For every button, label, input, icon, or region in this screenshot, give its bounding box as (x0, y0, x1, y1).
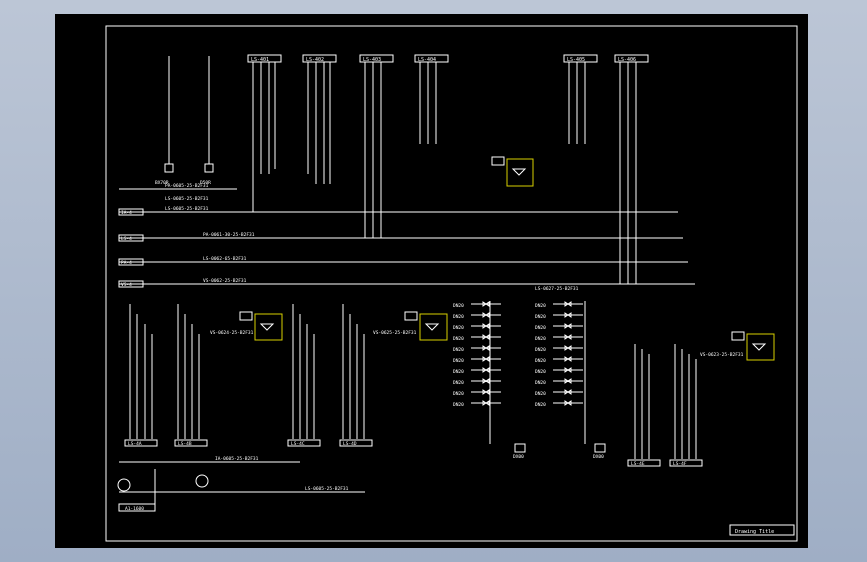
bottom-label-6: LS-4F (673, 461, 687, 467)
bottom-label-1: LS-4A (128, 441, 142, 447)
drain-boxes (514, 443, 606, 453)
middle-note-2: VS-0625-25-B2F31 (373, 330, 417, 336)
valve-row-label: DN20 (535, 380, 546, 386)
bottom-pipes (119, 461, 365, 507)
top-tag-boxes (247, 54, 649, 63)
gate-valve-icon (482, 334, 490, 340)
top-label-1: LS-401 (251, 57, 269, 63)
valve-row-label: DN20 (535, 358, 546, 364)
header-tag-1: IA-4 (118, 208, 144, 216)
header-pipes (119, 188, 695, 285)
gate-valve-icon (482, 367, 490, 373)
svg-text:IA-4: IA-4 (121, 210, 132, 216)
drain-label-1: DX00 (513, 454, 524, 460)
valve-row-label: DN20 (453, 358, 464, 364)
left-instruments (164, 163, 214, 173)
drain-label-2: DX00 (593, 454, 604, 460)
piping-schematic: LS-401 LS-402 LS-403 LS-404 LS-405 LS-40… (105, 25, 798, 542)
gate-valve-icon (564, 312, 572, 318)
top-label-3: LS-403 (363, 57, 381, 63)
middle-note-4: VS-0623-25-B2F31 (700, 352, 744, 358)
valve-row-label: DN20 (453, 402, 464, 408)
valve-row-label: DN20 (535, 314, 546, 320)
branch-label-5: LS-0605-25-B2F31 (165, 206, 209, 212)
valve-row-label: DN20 (535, 336, 546, 342)
valve-row-label: DN20 (453, 347, 464, 353)
svg-text:LS-4: LS-4 (121, 236, 132, 242)
gate-valve-icon (564, 389, 572, 395)
gate-valve-icon (482, 301, 490, 307)
branch-label-1: BX70R (155, 180, 169, 186)
bottom-label-2: LS-4B (178, 441, 192, 447)
gate-valve-icon (482, 345, 490, 351)
valve-row-label: DN20 (535, 369, 546, 375)
top-risers (168, 56, 637, 284)
top-label-2: LS-402 (306, 57, 324, 63)
svg-text:PA-4: PA-4 (121, 260, 132, 266)
top-label-5: LS-405 (567, 57, 585, 63)
valve-row-label: DN20 (535, 303, 546, 309)
gate-valve-icon (564, 334, 572, 340)
valve-row-label: DN20 (453, 369, 464, 375)
gate-valve-icon (564, 345, 572, 351)
valve-row-label: DN20 (453, 325, 464, 331)
gate-valve-icon (564, 378, 572, 384)
gate-valve-icon (564, 323, 572, 329)
valve-row-label: DN20 (535, 402, 546, 408)
valve-row-label: DN20 (535, 347, 546, 353)
gate-valve-icon (564, 301, 572, 307)
bottom-tag-box (118, 503, 156, 512)
middle-note-3: LS-0627-25-B2F31 (535, 286, 579, 292)
valve-row-label: DN20 (453, 380, 464, 386)
gate-valve-icon (482, 323, 490, 329)
gate-valve-icon (482, 389, 490, 395)
bottom-label-3: LS-4C (291, 441, 305, 447)
valve-row-label: DN20 (453, 336, 464, 342)
gate-valve-icon (482, 378, 490, 384)
gate-valve-icon (482, 356, 490, 362)
header-tag-2: LS-4 (118, 234, 144, 242)
valve-row-label: DN20 (453, 391, 464, 397)
title-block (729, 524, 795, 536)
valve-row-label: DN20 (453, 303, 464, 309)
valve-row-label: DN20 (535, 325, 546, 331)
header-tag-4: VS-4 (118, 280, 144, 288)
gate-valve-icon (564, 356, 572, 362)
gate-valve-icon (564, 367, 572, 373)
branch-label-7: LS-0062-65-B2F31 (203, 256, 247, 262)
valve-symbols (239, 156, 767, 351)
gate-valve-icon (564, 400, 572, 406)
middle-note-1: VS-0624-25-B2F31 (210, 330, 254, 336)
valve-actuators (254, 158, 775, 361)
branch-label-6: PA-0061-30-25-B2F31 (203, 232, 255, 238)
branch-label-4: LS-0605-25-B2F31 (165, 196, 209, 202)
bottom-note-1: IA-0605-25-B2F31 (215, 456, 259, 462)
lower-risers (129, 304, 697, 459)
valve-row-label: DN20 (453, 314, 464, 320)
svg-text:VS-4: VS-4 (121, 282, 132, 288)
instrument-bubbles (117, 474, 209, 492)
top-label-6: LS-406 (618, 57, 636, 63)
valve-row-label: DN20 (535, 391, 546, 397)
drawing-sheet: LS-401 LS-402 LS-403 LS-404 LS-405 LS-40… (55, 14, 808, 548)
bottom-note-3: A1-1600 (125, 506, 144, 512)
bottom-label-5: LS-4E (631, 461, 645, 467)
header-tag-3: PA-4 (118, 258, 144, 266)
top-label-4: LS-404 (418, 57, 436, 63)
branch-label-2: D50R (200, 180, 211, 186)
inner-border (105, 25, 798, 542)
bottom-label-4: LS-4D (343, 441, 357, 447)
branch-label-3: PA-0605-25-B2F31 (165, 183, 209, 189)
title-block-text: Drawing Title (735, 529, 774, 535)
branch-label-8: VS-0062-25-B2F31 (203, 278, 247, 284)
bottom-tags (124, 439, 703, 467)
header-tags: IA-4 LS-4 PA-4 VS-4 (118, 208, 144, 288)
bottom-note-2: LS-0605-25-B2F31 (305, 486, 349, 492)
gate-valve-icon (482, 400, 490, 406)
gate-valve-icon (482, 312, 490, 318)
